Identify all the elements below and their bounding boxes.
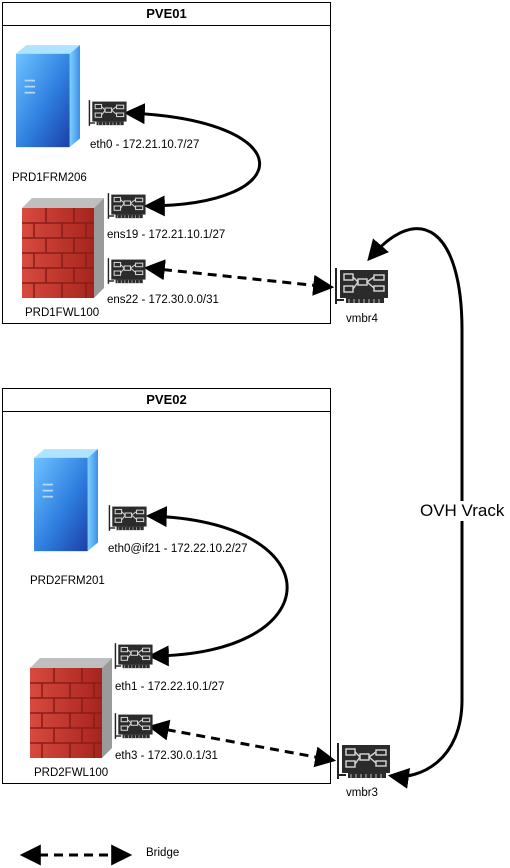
- nic-icon: [107, 257, 147, 285]
- pve01-internal-link: [123, 103, 262, 217]
- pve02-nic-server-label: eth0@if21 - 172.22.10.2/27: [108, 543, 248, 555]
- pve02-nic-fw-wan-label: eth3 - 172.30.0.1/31: [115, 750, 218, 762]
- pve02-firewall-label: PRD2FWL100: [34, 767, 109, 779]
- ovh-vrack-link: [367, 227, 464, 789]
- pve02-bridge-link: [147, 719, 337, 768]
- nic-icon: [114, 642, 154, 670]
- nic-icon: [337, 742, 391, 780]
- legend-bridge-label: Bridge: [146, 847, 180, 859]
- pve01-nic-fw-lan-label: ens19 - 172.21.10.1/27: [107, 229, 226, 241]
- ovh-vrack-label: OVH Vrack: [420, 501, 505, 521]
- pve02-nic-fw-lan-label: eth1 - 172.22.10.1/27: [115, 681, 225, 693]
- bridge-bottom-label: vmbr3: [346, 787, 378, 799]
- server-icon: [34, 449, 98, 552]
- pve02-title: PVE02: [3, 389, 330, 412]
- pve01-title: PVE01: [3, 3, 330, 26]
- pve02-server-label: PRD2FRM201: [30, 575, 105, 587]
- firewall-icon: [30, 658, 112, 758]
- nic-icon: [88, 99, 128, 127]
- nic-icon: [335, 267, 389, 305]
- server-icon: [16, 45, 80, 148]
- nic-icon: [108, 504, 148, 532]
- pve01-firewall-label: PRD1FWL100: [25, 307, 100, 319]
- firewall-icon: [22, 198, 104, 298]
- pve01-nic-server-label: eth0 - 172.21.10.7/27: [90, 139, 200, 151]
- nic-icon: [107, 192, 147, 220]
- pve01-nic-fw-wan-label: ens22 - 172.30.0.0/31: [107, 294, 219, 306]
- pve01-bridge-link: [143, 259, 335, 296]
- bridge-top-label: vmbr4: [346, 313, 378, 325]
- pve02-internal-link: [145, 506, 289, 667]
- pve01-server-label: PRD1FRM206: [12, 172, 87, 184]
- nic-icon: [114, 712, 154, 740]
